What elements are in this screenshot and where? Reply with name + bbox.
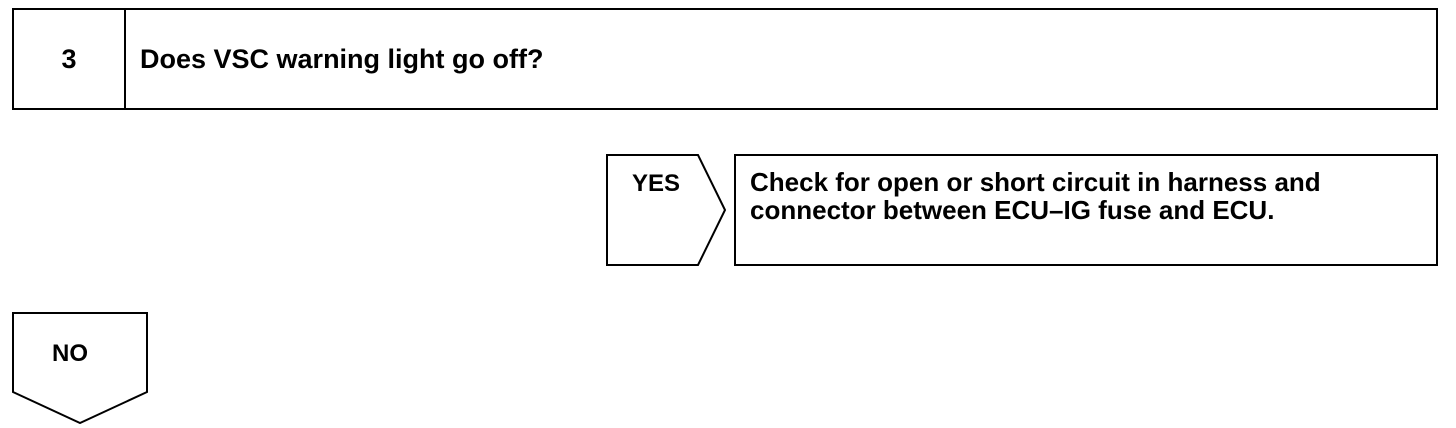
yes-result-line-1: Check for open or short circuit in harne… [750,167,1321,197]
yes-label: YES [632,170,681,197]
no-tag-shape [12,312,148,424]
yes-result-box: Check for open or short circuit in harne… [734,154,1438,266]
no-branch-tag [12,312,148,424]
step-box: 3 Does VSC warning light go off? [12,8,1438,110]
step-number: 3 [14,10,126,108]
yes-tag-shape [606,154,726,266]
yes-result-text: Check for open or short circuit in harne… [750,168,1430,224]
no-label: NO [52,340,88,367]
yes-branch-tag [606,154,726,266]
yes-result-line-2: connector between ECU–IG fuse and ECU. [750,195,1275,225]
step-question: Does VSC warning light go off? [140,43,544,74]
